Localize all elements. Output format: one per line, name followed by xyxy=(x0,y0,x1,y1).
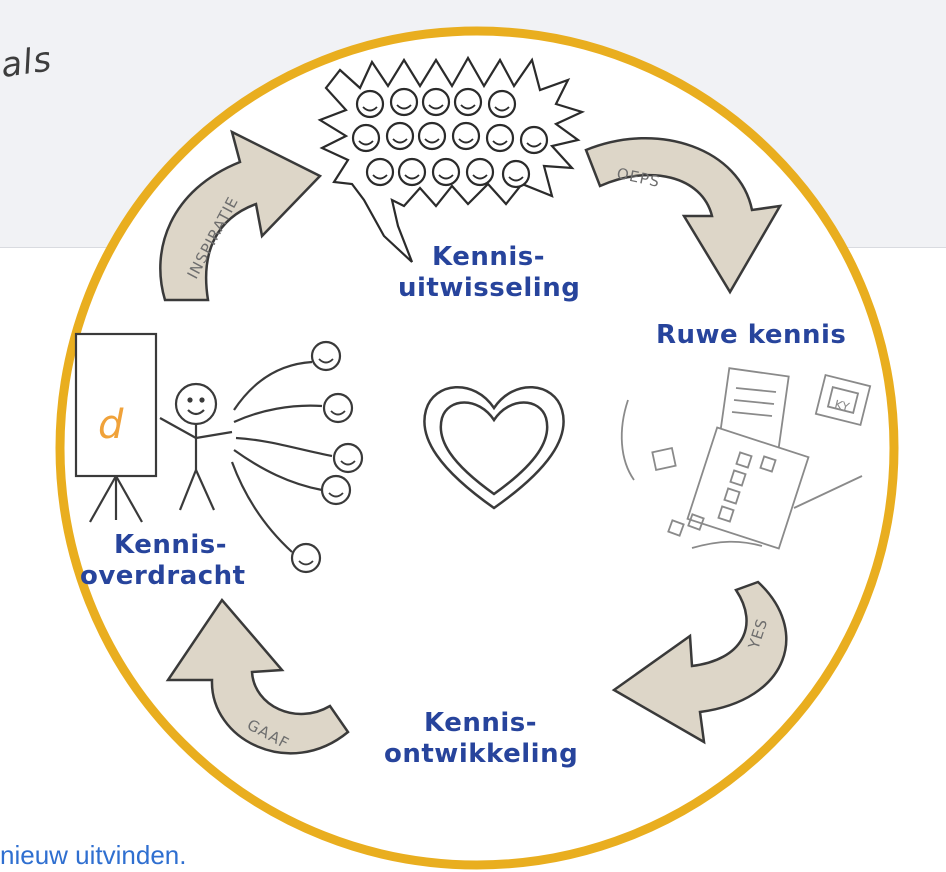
arrow-yes: YES xyxy=(611,580,788,745)
label-development-line1: Kennis- xyxy=(424,708,538,738)
label-development-line2: ontwikkeling xyxy=(384,739,579,769)
label-exchange: Kennis- uitwisseling xyxy=(398,242,618,304)
label-transfer-line2: overdracht xyxy=(80,561,246,591)
label-exchange-line1: Kennis- xyxy=(432,242,546,272)
cycle-ring xyxy=(55,26,899,870)
arrow-oeps: OEPS xyxy=(584,137,783,295)
card-glyph: KY xyxy=(833,397,851,414)
bottom-text: nieuw uitvinden. xyxy=(0,840,187,870)
board-glyph: d xyxy=(98,402,124,448)
label-exchange-line2: uitwisseling xyxy=(398,273,581,303)
label-transfer: Kennis- overdracht xyxy=(80,530,300,592)
presenter-icon xyxy=(74,332,364,574)
heart-icon xyxy=(423,385,565,510)
smiley-crowd-icon xyxy=(317,55,586,263)
label-transfer-line1: Kennis- xyxy=(114,530,228,560)
documents-icon xyxy=(620,367,872,550)
label-raw-knowledge: Ruwe kennis xyxy=(656,320,847,350)
label-development: Kennis- ontwikkeling xyxy=(384,708,604,770)
